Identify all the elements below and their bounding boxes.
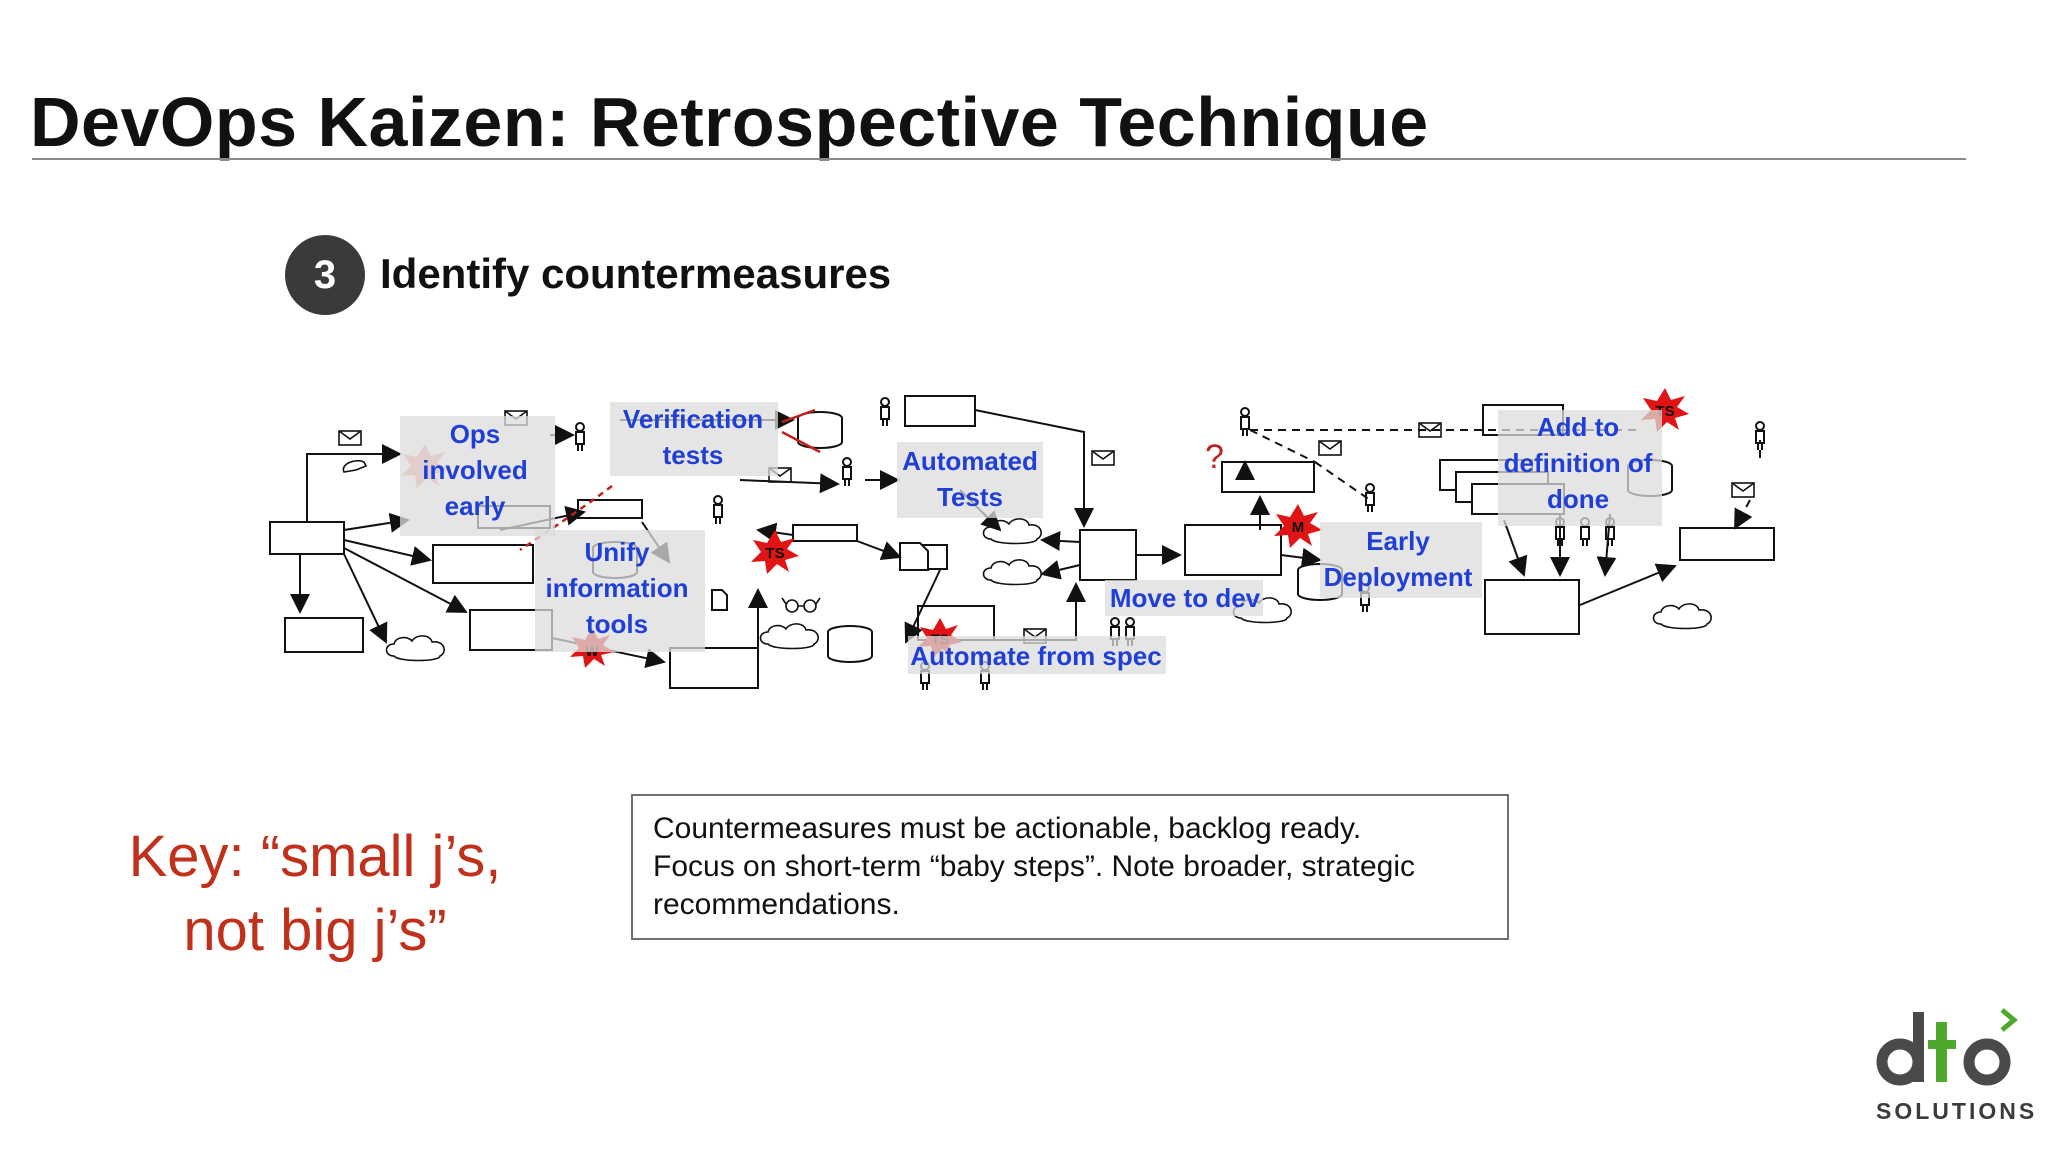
- svg-text:Unify: Unify: [585, 537, 651, 567]
- svg-text:Ops: Ops: [450, 419, 501, 449]
- svg-text:involved: involved: [422, 455, 527, 485]
- dto-solutions-logo: [1876, 1008, 2018, 1086]
- guidance-note-box: Countermeasures must be actionable, back…: [631, 794, 1509, 940]
- svg-text:TS: TS: [765, 545, 784, 562]
- svg-text:M: M: [1292, 519, 1305, 536]
- svg-text:Early: Early: [1366, 526, 1430, 556]
- step-label: Identify countermeasures: [380, 250, 892, 297]
- key-line-1: Key: “small j’s,: [128, 824, 502, 889]
- svg-text:tools: tools: [586, 609, 648, 639]
- svg-text:information: information: [546, 573, 689, 603]
- svg-text:early: early: [445, 491, 506, 521]
- dashed-red-connector: [519, 484, 613, 552]
- svg-text:done: done: [1547, 484, 1609, 514]
- key-line-2: not big j’s”: [183, 898, 447, 963]
- svg-text:definition of: definition of: [1504, 448, 1653, 478]
- countermeasure-ops-involved-early: Ops involved early: [400, 416, 555, 536]
- question-mark: ?: [1205, 438, 1224, 476]
- countermeasure-automate-from-spec: Automate from spec: [908, 636, 1166, 674]
- svg-text:tests: tests: [663, 440, 724, 470]
- countermeasure-add-to-definition-of-done: Add to definition of done: [1498, 410, 1662, 526]
- countermeasure-early-deployment: Early Deployment: [1320, 522, 1482, 598]
- process-boxes: [269, 395, 1775, 689]
- note-line-3: recommendations.: [653, 888, 900, 921]
- svg-text:Automated: Automated: [902, 446, 1038, 476]
- slide-title: DevOps Kaizen: Retrospective Technique: [30, 83, 1429, 161]
- svg-text:Deployment: Deployment: [1324, 562, 1473, 592]
- step-number-badge: 3: [285, 235, 365, 315]
- logo-subtitle: SOLUTIONS: [1876, 1098, 2038, 1124]
- svg-text:Move to dev: Move to dev: [1110, 583, 1261, 613]
- countermeasure-unify-information-tools: Unify information tools: [535, 530, 705, 652]
- countermeasure-automated-tests: Automated Tests: [897, 442, 1043, 518]
- red-strike-marks: [781, 408, 821, 454]
- key-callout: Key: “small j’s, not big j’s”: [90, 820, 540, 968]
- countermeasure-move-to-dev: Move to dev: [1105, 580, 1263, 616]
- value-stream-diagram: ? TS TS TS M W Ops involved: [269, 388, 1775, 691]
- note-line-2: Focus on short-term “baby steps”. Note b…: [653, 850, 1415, 883]
- note-line-1: Countermeasures must be actionable, back…: [653, 812, 1362, 845]
- svg-text:Add to: Add to: [1537, 412, 1619, 442]
- svg-text:Automate from spec: Automate from spec: [910, 641, 1161, 671]
- svg-text:Verification: Verification: [623, 404, 763, 434]
- countermeasure-verification-tests: Verification tests: [610, 402, 778, 476]
- title-divider: [32, 158, 1966, 160]
- countermeasure-labels: Ops involved early Verification tests Au…: [400, 402, 1662, 674]
- svg-text:Tests: Tests: [937, 482, 1003, 512]
